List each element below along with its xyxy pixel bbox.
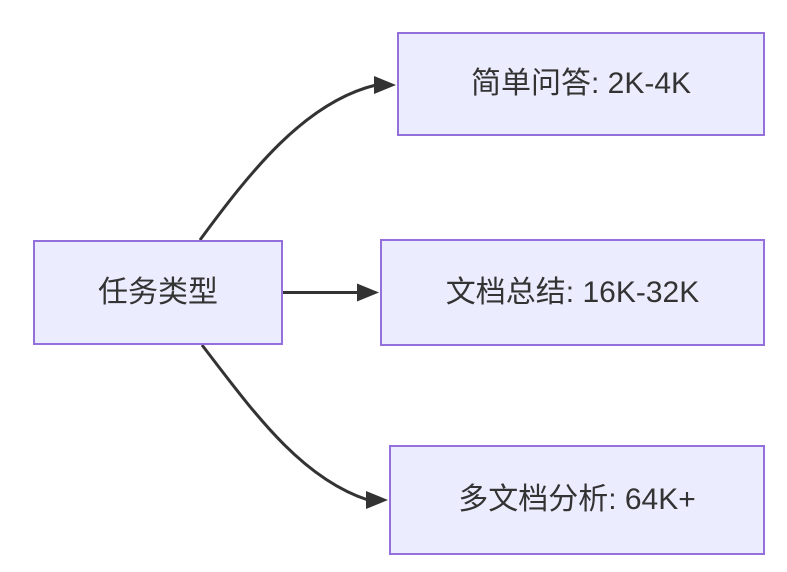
arrowhead-root-to-doc xyxy=(357,283,379,302)
edge-root-to-multi xyxy=(200,344,369,502)
edge-root-to-qa xyxy=(198,83,377,241)
arrowhead-root-to-multi xyxy=(366,491,388,509)
node-multi-doc-analysis: 多文档分析: 64K+ xyxy=(389,445,765,555)
arrowhead-root-to-qa xyxy=(374,76,396,94)
node-task-type-label: 任务类型 xyxy=(98,275,218,309)
node-task-type: 任务类型 xyxy=(33,240,283,345)
node-simple-qa-label: 简单问答: 2K-4K xyxy=(470,67,692,100)
node-doc-summary-label: 文档总结: 16K-32K xyxy=(445,275,700,309)
node-doc-summary: 文档总结: 16K-32K xyxy=(380,239,765,346)
node-multi-doc-analysis-label: 多文档分析: 64K+ xyxy=(458,483,696,516)
node-simple-qa: 简单问答: 2K-4K xyxy=(397,32,765,136)
